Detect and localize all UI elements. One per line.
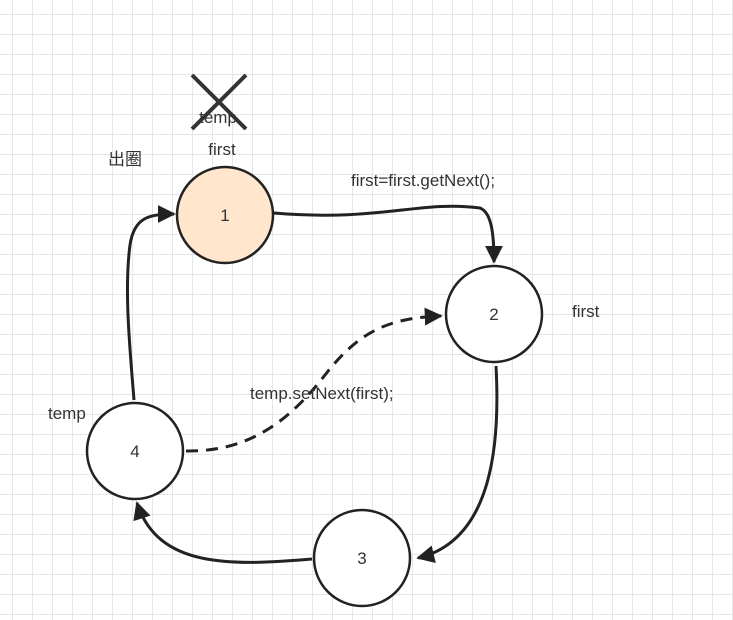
edge-4-to-1 — [125, 205, 176, 401]
label-first-old: first — [208, 140, 236, 159]
node-1-label: 1 — [220, 206, 229, 225]
label-temp-new: temp — [48, 404, 86, 423]
node-2: 2 — [444, 264, 544, 364]
node-3: 3 — [312, 508, 412, 608]
x-cross-icon — [190, 73, 248, 131]
node-2-label: 2 — [489, 305, 498, 324]
node-4-circle — [85, 401, 185, 501]
node-1-circle — [175, 165, 275, 265]
label-removed-temp: temp — [199, 108, 237, 127]
label-first-new: first — [572, 302, 600, 321]
edge-4-to-2-dashed — [185, 307, 443, 453]
node-4: 4 — [85, 401, 185, 501]
label-out-of-circle: 出圈 — [108, 150, 142, 169]
edge-2-to-3 — [416, 365, 499, 564]
node-4-label: 4 — [130, 442, 139, 461]
edge-1-to-2 — [273, 204, 503, 264]
node-3-circle — [312, 508, 412, 608]
node-1: 1 — [175, 165, 275, 265]
node-3-label: 3 — [357, 549, 366, 568]
edge-3-to-4 — [133, 501, 313, 564]
node-2-circle — [444, 264, 544, 364]
edge-4-to-2-label: temp.setNext(first); — [250, 384, 394, 403]
edge-1-to-2-label: first=first.getNext(); — [351, 171, 495, 190]
